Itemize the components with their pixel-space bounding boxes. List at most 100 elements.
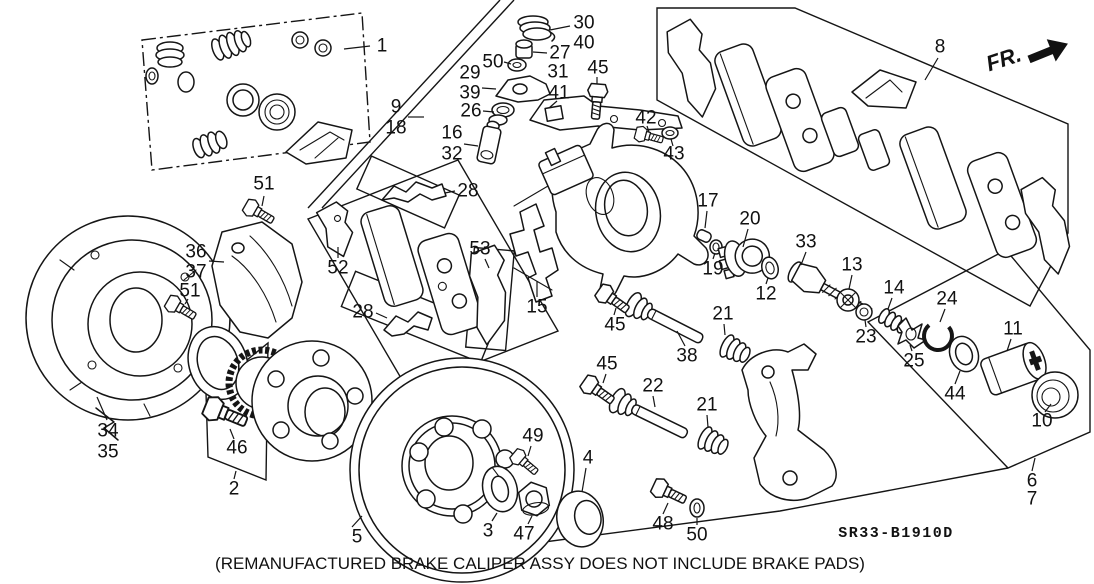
part-number-label: 41 [548, 83, 569, 104]
nut-23 [855, 303, 873, 321]
part-number-label: 51 [179, 281, 200, 302]
caliper-bracket-plate [529, 95, 683, 131]
washer-small [507, 58, 527, 72]
fr-label: FR. [983, 42, 1024, 77]
part-number-label: 53 [469, 239, 490, 260]
caliper-body [538, 122, 709, 300]
leader-lines [96, 25, 1052, 528]
part-number-label: 30 [573, 13, 594, 34]
splash-guard-cover [211, 221, 303, 339]
part-number-label: 38 [676, 346, 697, 367]
part-number-label: 16 [441, 123, 462, 144]
part-number-label: 22 [642, 376, 663, 397]
part-number-label: 27 [549, 43, 570, 64]
part-number-label: 49 [522, 426, 543, 447]
adjuster-piston [476, 120, 502, 165]
part-number-label: 48 [652, 514, 673, 535]
part-number-label: 26 [460, 101, 481, 122]
grease-packet-icon [851, 69, 917, 109]
part-number-label: 45 [596, 354, 617, 375]
part-number-label: 21 [696, 395, 717, 416]
part-number-label: 31 [547, 62, 568, 83]
part-number-label: 21 [712, 304, 733, 325]
sleeve-20 [717, 238, 771, 280]
diagram-caption: (REMANUFACTURED BRAKE CALIPER ASSY DOES … [215, 554, 865, 573]
grease-cap [556, 490, 604, 548]
part-number-label: 13 [841, 255, 862, 276]
part-number-label: 33 [795, 232, 816, 253]
caliper-piston [980, 341, 1047, 396]
part-number-label: 46 [226, 438, 247, 459]
part-number-label: 9 [391, 97, 402, 118]
center-pad-set [315, 181, 559, 346]
part-number-label: 1 [377, 36, 388, 57]
caliper-seal-kit [145, 30, 353, 165]
part-number-label: 43 [663, 144, 684, 165]
part-number-label: 12 [755, 284, 776, 305]
part-number-label: 20 [739, 209, 760, 230]
fr-direction-indicator: FR. [983, 39, 1068, 77]
pin-17 [696, 229, 712, 243]
clip-25 [897, 317, 927, 349]
bolt-48 [648, 475, 691, 510]
caliper-mount-bracket [741, 343, 837, 502]
ring-12 [761, 256, 779, 280]
brake-disc [349, 357, 575, 583]
part-number-label: 11 [1003, 319, 1023, 340]
pin-boot-b [694, 424, 733, 461]
brake-pad-set [666, 18, 1071, 275]
part-number-label: 28 [352, 302, 373, 323]
sealing-washer [661, 126, 679, 140]
part-number-label: 5 [352, 527, 363, 548]
part-number-label: 2 [229, 479, 240, 500]
part-number-label: 14 [883, 278, 905, 299]
grease-packet-icon [285, 121, 353, 165]
caliper-piston-box [866, 249, 1091, 469]
part-number-label: 42 [635, 108, 656, 129]
part-number-label: 3 [483, 521, 494, 542]
pad-retainer-clip-lower [383, 311, 433, 337]
part-number-label: 18 [385, 118, 406, 139]
part-number-label: 40 [573, 33, 594, 54]
lever-plate [495, 75, 551, 103]
part-number-label: 39 [459, 83, 480, 104]
part-number-label: 34 [97, 421, 119, 442]
adjuster-spring [517, 15, 556, 42]
part-number-label: 7 [1027, 489, 1038, 510]
part-number-label: 44 [944, 384, 966, 405]
part-number-label: 17 [697, 191, 718, 212]
pad-retainer-clip-upper [381, 181, 447, 203]
pad-spring [509, 185, 559, 303]
fr-arrow-icon [1027, 39, 1068, 64]
part-number-label: 37 [185, 262, 206, 283]
adjuster-cap [515, 39, 533, 59]
part-number-label: 19 [702, 259, 723, 280]
part-number-label: 6 [1027, 471, 1038, 492]
part-number-label: 15 [526, 297, 547, 318]
part-number-label: 28 [457, 181, 478, 202]
part-number-label: 36 [185, 242, 206, 263]
washer-44 [948, 335, 980, 373]
seal-kit-box [141, 12, 371, 171]
part-number-label: 24 [936, 289, 958, 310]
part-number-label: 32 [441, 144, 462, 165]
part-number-label: 29 [459, 63, 480, 84]
star-washer-13 [836, 288, 860, 312]
guide-pin-a [621, 289, 709, 352]
part-number-label: 50 [686, 525, 707, 546]
part-number-label: 45 [587, 58, 608, 79]
part-number-label: 47 [513, 524, 534, 545]
washer-50-bottom [689, 498, 705, 518]
piston-boot [1031, 371, 1079, 419]
part-number-label: 8 [935, 37, 946, 58]
part-number-label: 45 [604, 315, 625, 336]
snap-ring-24 [922, 319, 954, 352]
brake-pads-box [656, 7, 1069, 307]
part-number-label: 51 [253, 174, 274, 195]
part-number-label: 35 [97, 442, 118, 463]
part-number-label: 23 [855, 327, 876, 348]
part-number-label: 52 [327, 258, 348, 279]
part-number-label: 10 [1031, 411, 1052, 432]
